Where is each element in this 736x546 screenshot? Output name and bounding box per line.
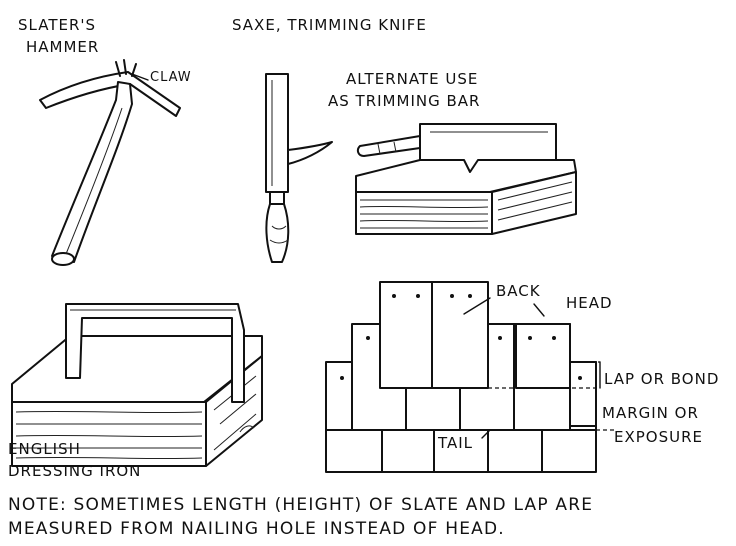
claw-label: CLAW [150,70,192,85]
head-label: HEAD [566,294,613,312]
lap-or-bond-label: LAP OR BOND [604,370,720,388]
exposure-label: EXPOSURE [614,428,704,446]
saxe-drawing [265,73,333,263]
tail-label: TAIL [438,434,474,452]
alternate-use-label-line1: ALTERNATE USE [346,70,479,88]
margin-or-label: MARGIN OR [602,404,699,422]
slaters-hammer-label-line2: HAMMER [26,38,100,56]
alternate-use-label-line2: AS TRIMMING BAR [328,92,481,110]
note-line2: MEASURED FROM NAILING HOLE INSTEAD OF HE… [8,519,505,539]
english-dressing-iron-label-line1: ENGLISH [8,440,81,458]
slate-courses-drawing [325,281,614,473]
note-line1: NOTE: SOMETIMES LENGTH (HEIGHT) OF SLATE… [8,495,594,515]
trimming-bar-drawing [355,123,577,235]
slaters-hammer-drawing [39,59,181,266]
saxe-label: SAXE, TRIMMING KNIFE [232,16,427,34]
english-dressing-iron-label-line2: DRESSING IRON [8,462,142,480]
slaters-hammer-label-line1: SLATER'S [18,16,97,34]
dressing-iron-drawing [11,303,263,467]
back-label: BACK [496,282,541,300]
leader-lines [131,73,601,439]
